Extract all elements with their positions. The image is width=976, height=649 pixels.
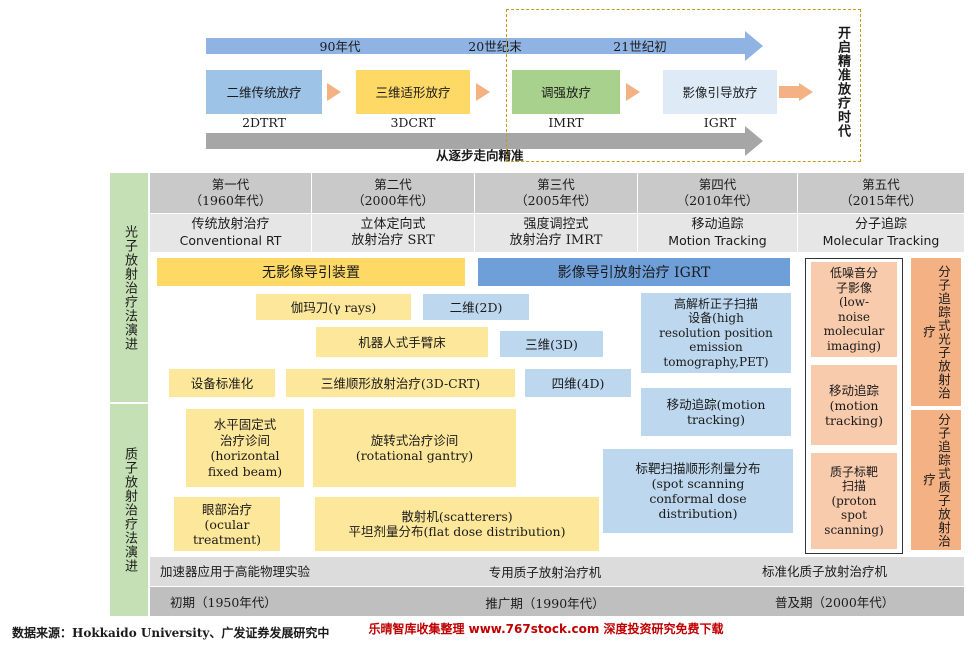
decade-label: 90年代 (319, 38, 361, 54)
source-note: 数据来源：Hokkaido University、广发证券发展研究中 (12, 626, 330, 640)
progress-arrow (206, 133, 746, 149)
molecular-proton-box: 分子追踪式质子放射治疗 (911, 410, 961, 550)
dim-2d-box: 二维(2D) (423, 294, 529, 320)
machine-label: 专用质子放射治疗机 (488, 564, 602, 580)
dim-3d-box: 三维(3D) (500, 331, 603, 357)
goal-arrow (779, 86, 799, 98)
period-label: 普及期（2000年代） (775, 595, 895, 610)
stage-abbr: IMRT (548, 114, 584, 130)
scatterers-box: 散射机(scatterers)平坦剂量分布(flat dose distribu… (315, 497, 599, 551)
molecular-photon-box: 分子追踪式光子放射治疗 (911, 258, 961, 406)
igrt-bar: 影像导引放射治疗 IGRT (478, 258, 790, 286)
side-label-proton: 质子放射治疗法演进 (110, 404, 148, 616)
generation-tech: 立体定向式放射治疗 SRT (312, 214, 475, 252)
fifth-gen-frame (805, 258, 903, 554)
stage-abbr: 2DTRT (242, 114, 286, 130)
stage-arrow (476, 83, 490, 101)
precision-era-frame (506, 9, 861, 162)
stage-box-igrt: 影像引导放疗 (663, 70, 777, 114)
progress-label: 从逐步走向精准 (436, 148, 524, 163)
generation-tech: 强度调控式放射治疗 IMRT (475, 214, 638, 252)
generation-header: 第三代（2005年代） (475, 173, 638, 213)
machine-label: 加速器应用于高能物理实验 (160, 564, 311, 579)
watermark-banner: 乐晴智库收集整理 www.767stock.com 深度投资研究免费下载 (345, 616, 747, 640)
progress-arrow-head (745, 126, 763, 156)
stage-arrow (327, 83, 341, 101)
stage-abbr: IGRT (703, 114, 737, 130)
stage-arrow (626, 83, 640, 101)
stage-box-3dcrt: 三维适形放疗 (356, 70, 470, 114)
goal-label: 开启精准放疗时代 (835, 26, 850, 138)
gamma-knife-box: 伽玛刀(γ rays) (256, 294, 411, 320)
3d-crt-box: 三维顺形放射治疗(3D-CRT) (286, 369, 515, 397)
rotational-gantry-box: 旋转式治疗诊间(rotational gantry) (313, 409, 516, 487)
generation-header: 第一代（1960年代） (150, 173, 312, 213)
side-label-photon: 光子放射治疗法演进 (110, 173, 148, 402)
generation-header: 第二代（2000年代） (312, 173, 475, 213)
stage-abbr: 3DCRT (390, 114, 436, 130)
no-imaging-guide-bar: 无影像导引装置 (157, 258, 465, 286)
period-label: 推广期（1990年代） (485, 595, 605, 611)
bottom-row-periods (150, 587, 964, 616)
decade-arrow-head (745, 31, 763, 61)
bottom-row-machines (150, 557, 964, 586)
decade-label: 21世纪初 (613, 38, 667, 54)
stage-box-2dtrt: 二维传统放疗 (206, 70, 322, 114)
decade-arrow (206, 38, 746, 54)
robot-couch-box: 机器人式手臂床 (316, 327, 488, 357)
goal-arrow-head (799, 83, 813, 101)
period-label: 初期（1950年代） (170, 595, 277, 610)
dim-4d-box: 四维(4D) (525, 369, 631, 397)
equipment-standardization-box: 设备标准化 (169, 369, 275, 397)
stage-box-imrt: 调强放疗 (512, 70, 620, 114)
generation-header: 第四代（2010年代） (638, 173, 798, 213)
decade-label: 20世纪末 (468, 38, 522, 54)
machine-label: 标准化质子放射治疗机 (762, 564, 888, 579)
generation-header: 第五代（2015年代） (798, 173, 964, 213)
